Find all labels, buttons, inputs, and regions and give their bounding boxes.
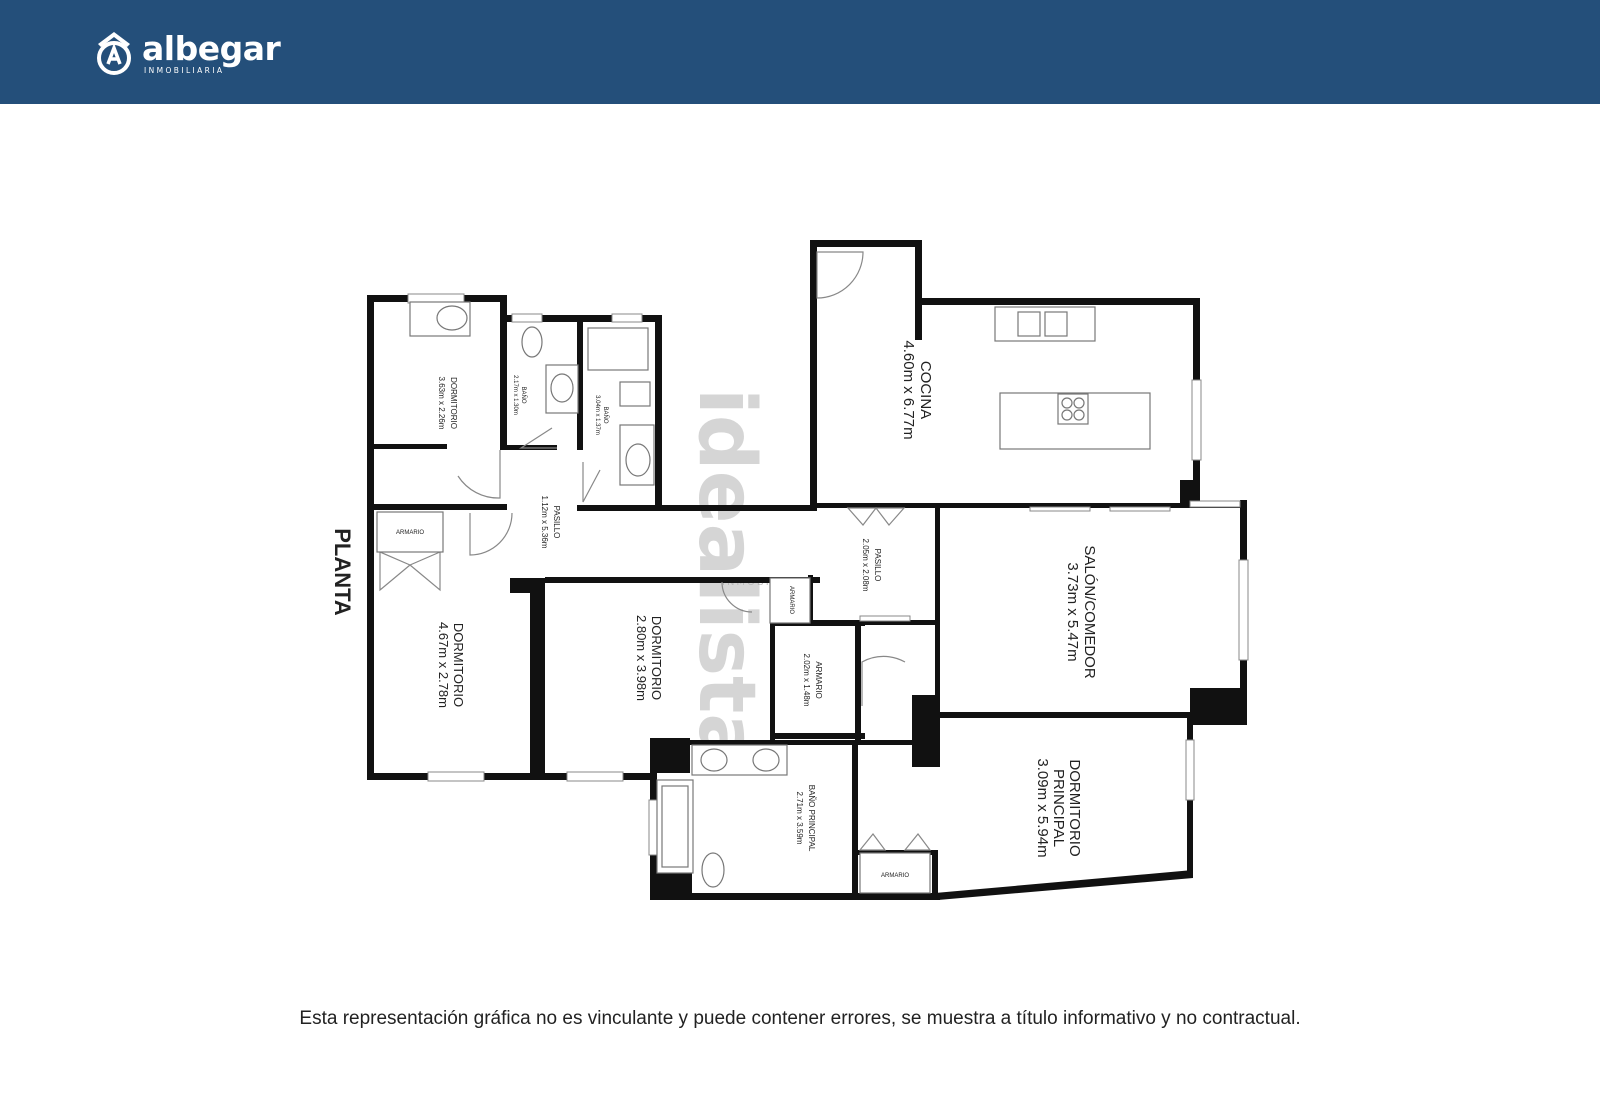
svg-text:3.73m x 5.47m: 3.73m x 5.47m [1064,562,1081,661]
header-bar: albegar INMOBILIARIA [0,0,1600,104]
svg-text:1.12m x 5.36m: 1.12m x 5.36m [540,496,549,549]
svg-text:2.17m x 1.30m: 2.17m x 1.30m [512,375,518,415]
svg-text:ARMARIO: ARMARIO [814,661,823,698]
room-cocina: COCINA 4.60m x 6.77m [900,340,934,439]
svg-text:PASILLO: PASILLO [552,506,561,539]
svg-text:2.05m x 2.08m: 2.05m x 2.08m [861,539,870,592]
svg-text:2.80m x 3.98m: 2.80m x 3.98m [634,615,649,701]
doors [379,251,932,851]
room-bano-principal: BAÑO PRINCIPAL 2.71m x 3.59m [795,785,816,852]
svg-text:4.60m x 6.77m: 4.60m x 6.77m [900,340,917,439]
room-bano-1: BAÑO 2.17m x 1.30m [512,375,527,415]
svg-text:BAÑO: BAÑO [602,406,609,423]
svg-text:4.67m x 2.78m: 4.67m x 2.78m [436,622,451,708]
svg-text:PRINCIPAL: PRINCIPAL [1050,769,1067,847]
svg-text:DORMITORIO: DORMITORIO [649,616,664,700]
svg-text:DORMITORIO: DORMITORIO [1066,759,1083,856]
room-armario-3: ARMARIO [881,873,909,879]
room-armario-1: ARMARIO [396,530,424,536]
walls [367,240,1247,900]
svg-text:SALÓN/COMEDOR: SALÓN/COMEDOR [1081,545,1098,679]
watermark: idealista INMOBILIARIA [681,388,813,766]
room-labels: DORMITORIO 3.63m x 2.26m BAÑO 2.17m x 1.… [330,340,1098,879]
svg-text:3.63m x 2.26m: 3.63m x 2.26m [437,377,446,430]
room-bano-2: BAÑO 3.04m x 1.37m [594,395,609,435]
room-pasillo-1: PASILLO 1.12m x 5.36m [540,496,561,549]
room-dormitorio-3: DORMITORIO 2.80m x 3.98m [634,615,664,701]
albegar-house-logo-icon [97,32,131,75]
disclaimer-text: Esta representación gráfica no es vincul… [299,1008,1301,1029]
svg-text:BAÑO: BAÑO [520,386,527,403]
svg-text:BAÑO PRINCIPAL: BAÑO PRINCIPAL [807,785,816,852]
room-dormitorio-1: DORMITORIO 3.63m x 2.26m [437,377,458,430]
fixtures [376,301,1151,894]
room-armario-2: ARMARIO 2.02m x 1.48m [802,654,823,707]
watermark-text: idealista [681,388,771,766]
room-dormitorio-2: DORMITORIO 4.67m x 2.78m [436,622,466,708]
svg-text:2.02m x 1.48m: 2.02m x 1.48m [802,654,811,707]
brand-logo[interactable]: albegar INMOBILIARIA [96,28,281,78]
svg-text:3.04m x 1.37m: 3.04m x 1.37m [594,395,600,435]
svg-text:2.71m x 3.59m: 2.71m x 3.59m [795,792,804,845]
svg-text:COCINA: COCINA [917,361,934,419]
svg-text:3.09m x 5.94m: 3.09m x 5.94m [1034,758,1051,857]
room-pasillo-2: PASILLO 2.05m x 2.08m [861,539,882,592]
windows [407,293,1249,856]
svg-text:PASILLO: PASILLO [873,549,882,582]
svg-text:DORMITORIO: DORMITORIO [451,623,466,707]
room-armario-small: ARMARIO [788,586,794,614]
room-dormitorio-principal: DORMITORIO PRINCIPAL 3.09m x 5.94m [1034,758,1083,857]
svg-text:DORMITORIO: DORMITORIO [449,377,458,429]
floor-label: PLANTA [330,528,355,616]
brand-subtitle: INMOBILIARIA [144,65,225,75]
room-salon-comedor: SALÓN/COMEDOR 3.73m x 5.47m [1064,545,1098,679]
brand-name: albegar [142,28,281,68]
